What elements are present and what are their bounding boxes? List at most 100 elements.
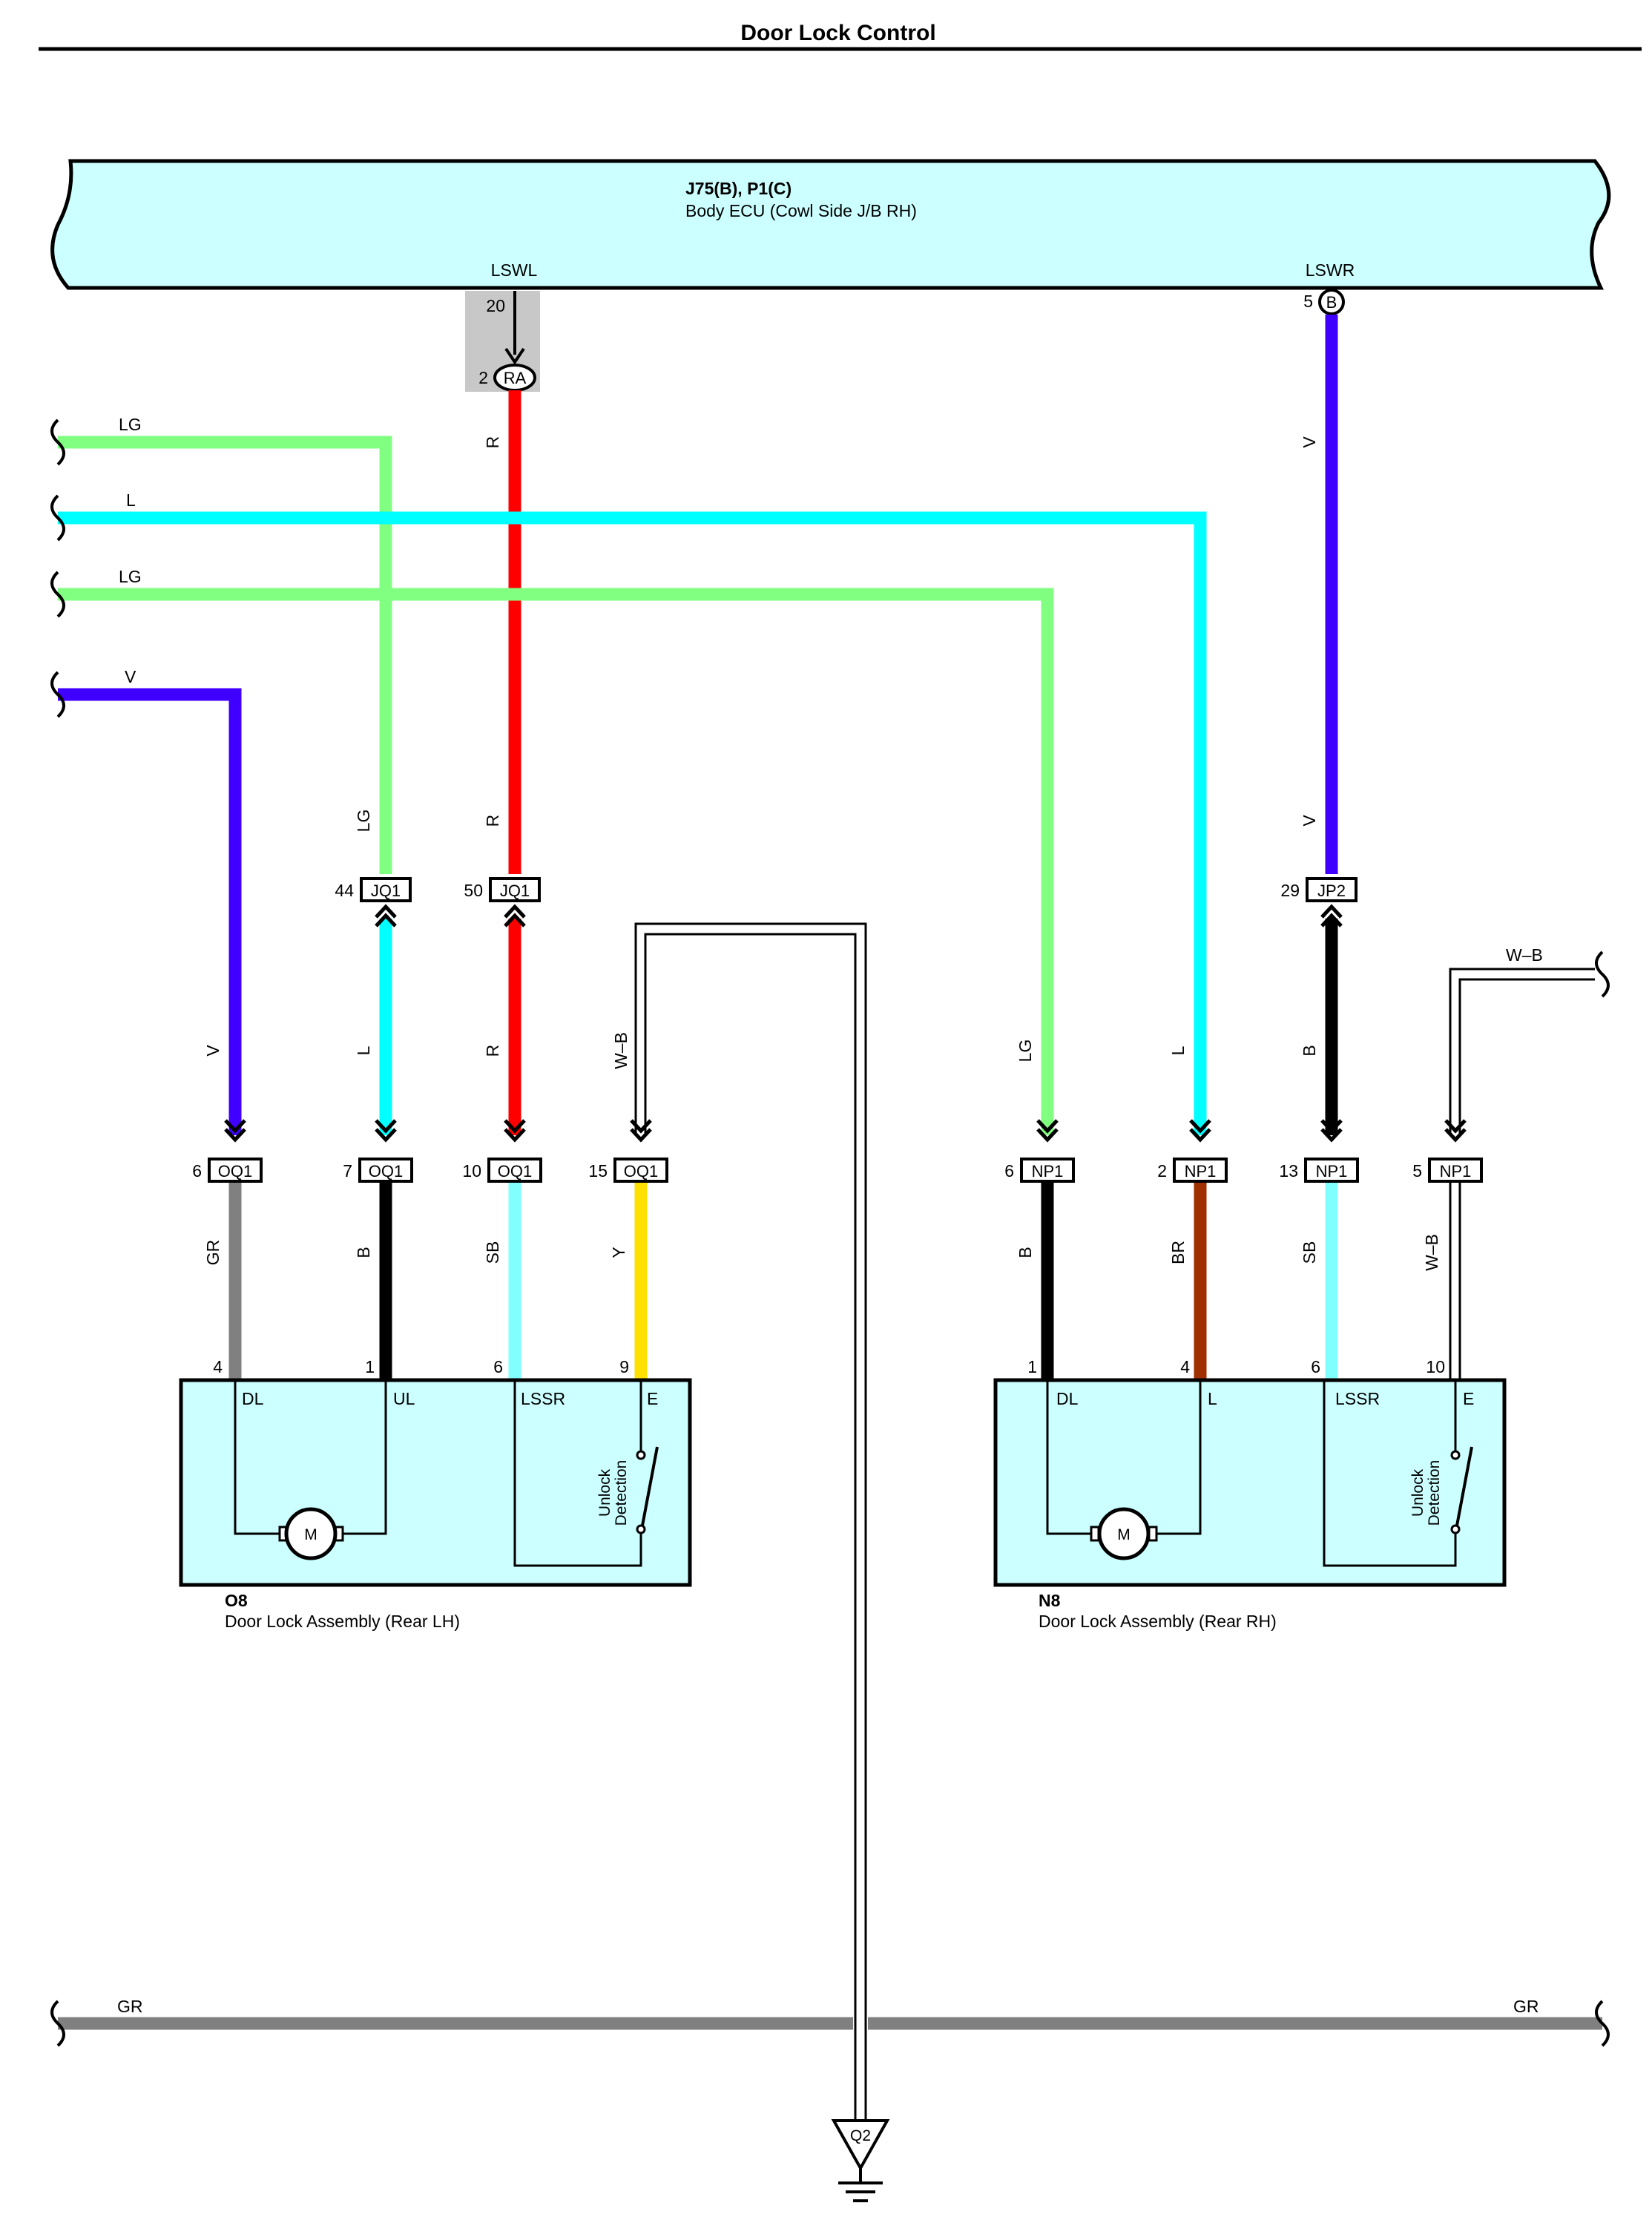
assembly-terminal: L	[1208, 1389, 1217, 1408]
assembly-terminal: DL	[242, 1389, 264, 1408]
switch-label-line2: Detection	[1426, 1460, 1443, 1526]
left-wire-label-lg-2: LG	[119, 567, 142, 586]
switch-label-line1: Unlock	[596, 1468, 613, 1517]
lower-connector-pin: 5	[1412, 1161, 1422, 1181]
lower-connector-code: OQ1	[624, 1162, 658, 1181]
ground-bus-label-left: GR	[117, 1997, 143, 2016]
vlabel-r-lower: R	[483, 1045, 502, 1057]
assembly-terminal: LSSR	[1335, 1389, 1380, 1408]
lower-connector-pin: 6	[1004, 1161, 1014, 1181]
door-lock-assembly-rear-lh: 4 1 6 9 DL UL LSSR E M Unlock Detection …	[179, 1357, 692, 1631]
vlabel-r-top: R	[483, 436, 502, 449]
assembly-pin: 6	[493, 1357, 503, 1376]
mid-connector-code: JP2	[1317, 881, 1346, 900]
ecu-pin-20: 20	[486, 296, 505, 315]
lower-connector-code: NP1	[1316, 1162, 1348, 1181]
switch-label-line2: Detection	[613, 1460, 630, 1526]
vlabel-sb-right: SB	[1300, 1241, 1319, 1264]
switch-icon	[1455, 1446, 1473, 1526]
assembly-name: Door Lock Assembly (Rear LH)	[225, 1612, 460, 1631]
assembly-pin: 1	[1027, 1357, 1037, 1376]
wb-crossover	[854, 2011, 867, 2037]
mid-connector-pin: 44	[335, 881, 354, 900]
lower-connector-np1-6: 6 NP1	[1004, 1119, 1075, 1183]
assembly-code: O8	[225, 1591, 248, 1610]
assembly-terminal: E	[647, 1389, 658, 1408]
vlabel-sb-left: SB	[483, 1241, 502, 1264]
wire-wb-ground	[634, 922, 867, 2121]
assembly-terminal: DL	[1056, 1389, 1079, 1408]
vlabel-wb-lower: W–B	[611, 1032, 631, 1069]
left-wire-label-l: L	[126, 490, 136, 510]
vlabel-v-top: V	[1300, 436, 1319, 448]
wb-crossover-gap	[853, 2015, 868, 2032]
ground-bus-label-right: GR	[1513, 1997, 1539, 2016]
lower-connector-code: NP1	[1440, 1162, 1472, 1181]
wire-lg-top	[58, 436, 392, 874]
lower-connector-code: NP1	[1185, 1162, 1217, 1181]
ecu-terminal-lswr: LSWR	[1306, 260, 1355, 280]
lower-connector-np1-5: 5 NP1	[1412, 1119, 1483, 1183]
vlabel-l-right: L	[1168, 1045, 1188, 1055]
ecu-code: J75(B), P1(C)	[685, 179, 792, 198]
lower-connector-pin: 6	[192, 1161, 202, 1181]
lower-connector-code: OQ1	[369, 1162, 403, 1181]
lswl-arrow	[504, 347, 525, 365]
assembly-pin: 6	[1311, 1357, 1320, 1376]
wire-lg-second	[58, 588, 1054, 1135]
vlabel-lg-mid: LG	[354, 810, 373, 833]
vlabel-v-lower: V	[203, 1045, 223, 1057]
left-wire-label-lg-1: LG	[119, 415, 142, 434]
page-title: Door Lock Control	[740, 21, 935, 45]
assembly-name: Door Lock Assembly (Rear RH)	[1039, 1612, 1277, 1631]
vlabel-y: Y	[609, 1247, 628, 1258]
lower-connector-oq1-15: 15 OQ1	[588, 1119, 668, 1183]
mid-connector-code: JQ1	[371, 881, 401, 900]
assembly-code: N8	[1039, 1591, 1061, 1610]
assembly-pin: 1	[365, 1357, 375, 1376]
door-lock-assembly-rear-rh: 1 4 6 10 DL L LSSR E M Unlock Detection …	[993, 1357, 1507, 1631]
vlabel-lg-right: LG	[1016, 1040, 1035, 1063]
lower-connector-code: NP1	[1032, 1162, 1064, 1181]
lower-connector-oq1-6: 6 OQ1	[192, 1119, 263, 1183]
wire-break-marks	[50, 418, 1610, 2047]
vlabel-b-left: B	[354, 1247, 373, 1258]
lower-connector-oq1-10: 10 OQ1	[462, 1119, 542, 1183]
mid-connector-code: JQ1	[500, 881, 530, 900]
vlabel-wb-right: W–B	[1422, 1234, 1441, 1271]
lower-connector-pin: 7	[343, 1161, 352, 1181]
vlabel-r-mid: R	[483, 815, 502, 827]
lower-connector-pin: 2	[1157, 1161, 1167, 1181]
motor-icon	[284, 1507, 338, 1560]
wb-right-label: W–B	[1506, 945, 1543, 965]
assembly-terminal: E	[1463, 1389, 1474, 1408]
wire-wb-lower	[1449, 1181, 1461, 1379]
lower-connector-np1-2: 2 NP1	[1157, 1119, 1228, 1183]
ra-code: RA	[504, 369, 527, 387]
vlabel-b-right: B	[1300, 1045, 1319, 1056]
wire-l-cyan	[58, 511, 1207, 1135]
assembly-pin: 4	[1180, 1357, 1190, 1376]
lswr-connector	[1318, 289, 1345, 315]
assembly-terminal: UL	[393, 1389, 415, 1408]
lower-connector-code: OQ1	[218, 1162, 252, 1181]
ra-pin: 2	[478, 368, 488, 387]
assembly-pin: 9	[619, 1357, 629, 1376]
lower-connector-pin: 15	[588, 1161, 608, 1181]
switch-label-line1: Unlock	[1409, 1468, 1426, 1517]
ground-code: Q2	[850, 2127, 871, 2144]
motor-label: M	[304, 1526, 317, 1543]
ground-q2: Q2	[831, 2119, 890, 2202]
body-ecu: J75(B), P1(C) Body ECU (Cowl Side J/B RH…	[50, 159, 1611, 290]
motor-label: M	[1117, 1526, 1131, 1543]
mid-connector-jp2-29: 29 JP2	[1280, 877, 1358, 928]
lower-connector-code: OQ1	[498, 1162, 532, 1181]
lower-connector-oq1-7: 7 OQ1	[343, 1119, 413, 1183]
mid-connector-jq1-50: 50 JQ1	[464, 877, 541, 928]
lower-connector-np1-13: 13 NP1	[1279, 1119, 1359, 1183]
vlabel-br: BR	[1168, 1241, 1188, 1264]
motor-icon	[1097, 1507, 1151, 1560]
wire-violet-left	[58, 688, 242, 1135]
vlabel-b-right2: B	[1016, 1247, 1035, 1258]
